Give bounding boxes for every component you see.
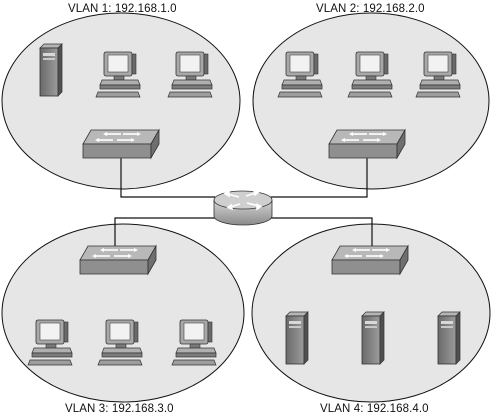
devices [27,43,461,366]
vlan-3-pc-1-icon [27,319,73,366]
vlan-3-label: VLAN 3: 192.168.3.0 [65,403,174,415]
vlan-3-pc-2-icon [97,319,143,366]
vlan-2-ellipse [252,12,490,190]
vlan-2-pc-3-icon [415,51,461,98]
link-vlan-2-switch [271,158,368,198]
vlan-3-switch-icon [79,244,157,276]
vlan-3-ellipse [1,223,245,403]
vlan-1-pc-3-icon [167,51,213,98]
vlan-3-pc-3-icon [171,319,217,366]
vlan-1-server-1-icon [39,43,63,97]
router-icon [213,189,273,226]
vlan-4-server-1-icon [285,311,309,365]
vlan-1-pc-2-icon [95,51,141,98]
vlan-2-label: VLAN 2: 192.168.2.0 [316,3,425,15]
vlan-4-label: VLAN 4: 192.168.4.0 [320,403,429,415]
vlan-4-server-3-icon [437,311,461,365]
vlan-4-switch-icon [331,244,409,276]
vlan-1-label: VLAN 1: 192.168.1.0 [68,3,177,15]
vlan-1-switch-icon [82,128,160,160]
vlan-2-switch-icon [328,128,406,160]
vlan-2-pc-1-icon [277,51,323,98]
vlan-4-server-2-icon [361,311,385,365]
vlan-2-pc-2-icon [347,51,393,98]
link-vlan-1-switch [120,158,215,198]
switches [79,128,409,276]
